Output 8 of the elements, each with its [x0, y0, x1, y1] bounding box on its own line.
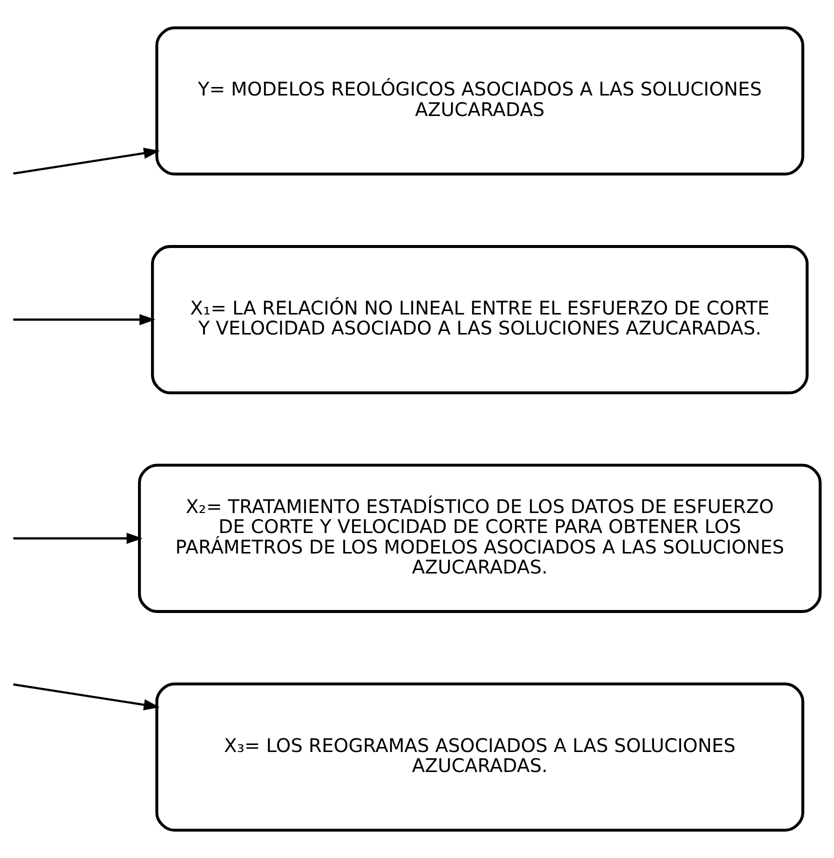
node-box: Y= MODELOS REOLÓGICOS ASOCIADOS A LAS SOLUCIONES AZUCARADAS [155, 26, 804, 176]
arrow [14, 684, 160, 710]
node-box: X₃= LOS REOGRAMAS ASOCIADOS A LAS SOLUCIONES AZUCARADAS. [155, 682, 804, 832]
node-box: X₂= TRATAMIENTO ESTADÍSTICO DE LOS DATOS DE ESFUERZO DE CORTE Y VELOCIDAD DE CORTE PARA OBTENER LOS PARÁMETROS DE LOS MODELOS ASOCIADOS A LAS SOLUCIONES AZUCARADAS. [138, 464, 822, 613]
arrow [14, 532, 143, 544]
node-box: X₁= LA RELACIÓN NO LINEAL ENTRE EL ESFUERZO DE CORTE Y VELOCIDAD ASOCIADO A LAS SOLUCIONES AZUCARADAS. [151, 245, 809, 394]
arrow [14, 148, 160, 174]
arrow [14, 314, 156, 326]
